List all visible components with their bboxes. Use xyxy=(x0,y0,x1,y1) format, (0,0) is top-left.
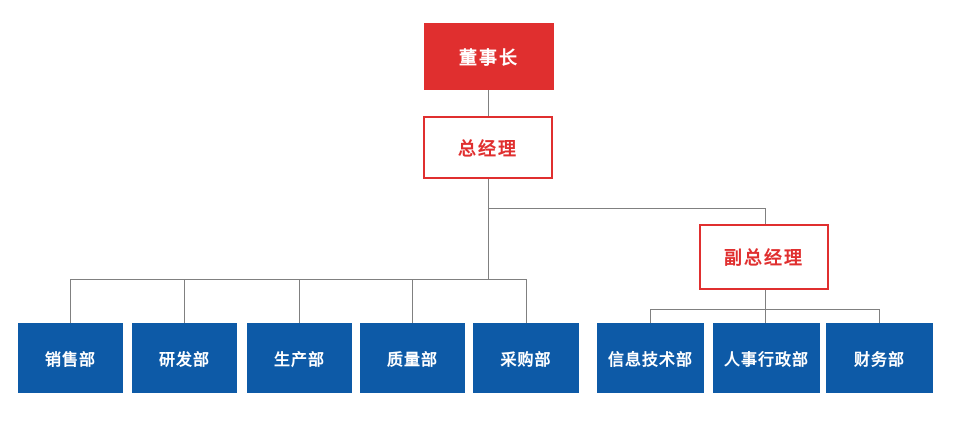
node-dept-purchasing: 采购部 xyxy=(473,323,579,393)
connector-line xyxy=(879,309,880,323)
node-chairman: 董事长 xyxy=(424,23,554,90)
connector-line xyxy=(488,179,489,279)
connector-line xyxy=(526,279,527,323)
node-dept-rnd: 研发部 xyxy=(132,323,237,393)
connector-line xyxy=(70,279,527,280)
node-dept-quality: 质量部 xyxy=(360,323,465,393)
node-deputy-general-manager: 副总经理 xyxy=(699,224,829,290)
node-general-manager: 总经理 xyxy=(423,116,553,179)
node-dept-finance: 财务部 xyxy=(826,323,933,393)
connector-line xyxy=(765,290,766,309)
connector-line xyxy=(488,208,766,209)
connector-line xyxy=(412,279,413,323)
connector-line xyxy=(488,90,489,116)
node-dept-information-technology: 信息技术部 xyxy=(597,323,704,393)
connector-line xyxy=(299,279,300,323)
connector-line xyxy=(765,309,766,323)
node-dept-hr-administration: 人事行政部 xyxy=(713,323,820,393)
connector-line xyxy=(650,309,651,323)
connector-line xyxy=(765,208,766,224)
node-dept-sales: 销售部 xyxy=(18,323,123,393)
connector-line xyxy=(70,279,71,323)
node-dept-production: 生产部 xyxy=(247,323,352,393)
connector-line xyxy=(184,279,185,323)
